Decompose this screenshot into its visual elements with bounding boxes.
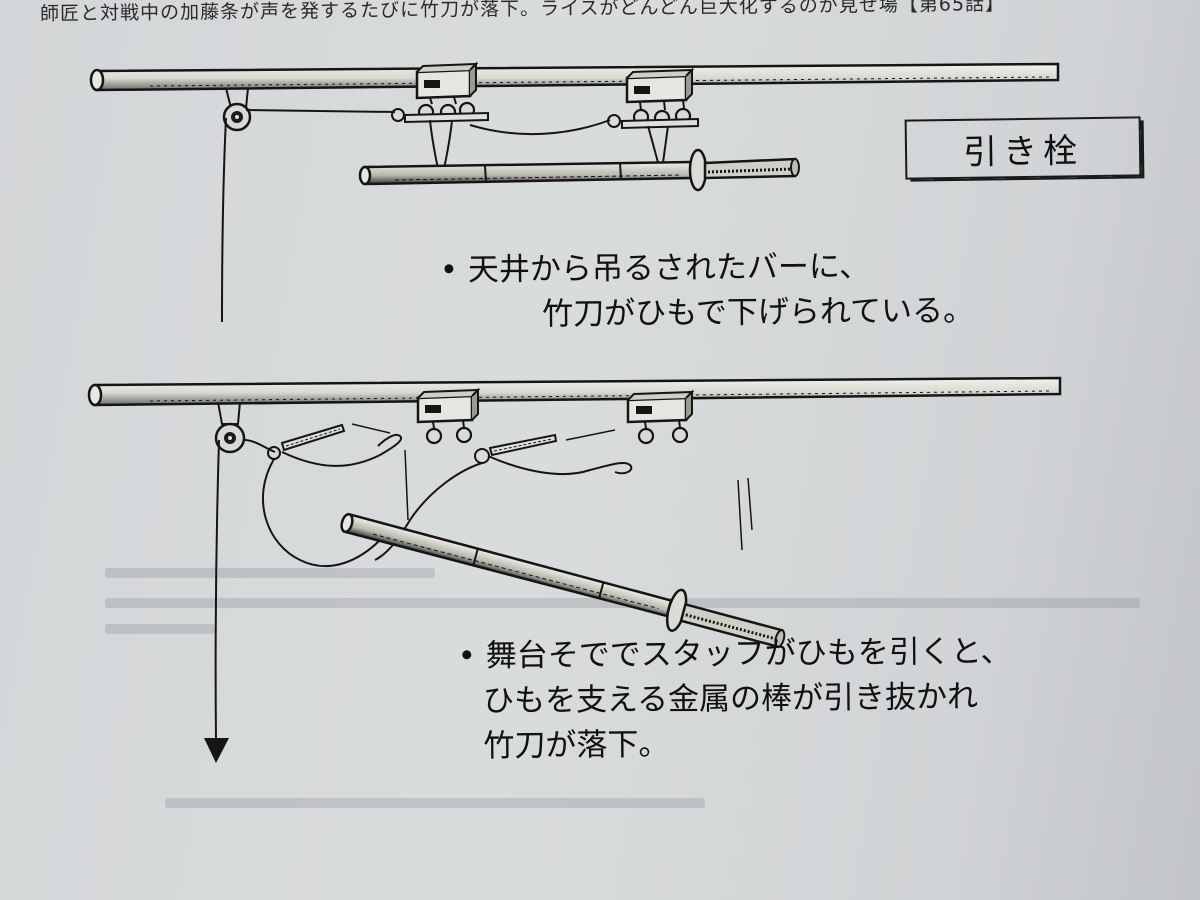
motion-line (747, 477, 753, 531)
bullet-line: • 天井から吊るされたバーに、 (439, 248, 871, 289)
down-arrow-icon (204, 738, 229, 763)
ceiling-bar (89, 62, 1060, 92)
mount-block-icon (626, 389, 695, 445)
diagram-after-pull (87, 376, 1062, 763)
bullet-marker: • (439, 252, 459, 289)
pulley-icon (214, 401, 246, 454)
mount-block-icon (607, 67, 699, 130)
pull-rope (214, 439, 220, 743)
ceiling-bar (87, 376, 1062, 407)
rope-slack (487, 455, 633, 476)
bleed-through-text (165, 798, 705, 808)
pull-rope (221, 117, 227, 323)
motion-line (404, 449, 409, 521)
motion-line (737, 479, 743, 551)
diagram-title: 引き栓 (904, 116, 1142, 180)
bleed-through-text (105, 568, 435, 578)
pulley-icon (222, 87, 252, 132)
bullet-line: • 舞台そででスタッフがひもを引くと、 (457, 633, 1012, 675)
rope (245, 109, 396, 113)
rope (243, 439, 276, 453)
rope-slack (374, 462, 483, 561)
diagram-before-drop (89, 61, 1060, 323)
bamboo-sword-icon (340, 512, 786, 649)
bullet-line: 竹刀がひもで下げられている。 (542, 292, 975, 333)
rope-slack (469, 119, 611, 136)
bleed-through-text (105, 624, 215, 634)
bullet-line: 竹刀が落下。 (483, 726, 670, 765)
motion-line (565, 429, 616, 441)
bullet-description-before: • 天井から吊るされたバーに、 竹刀がひもで下げられている。 (440, 244, 975, 339)
rope-slack (261, 458, 381, 568)
rope-slack (281, 434, 403, 467)
motion-line (351, 423, 391, 434)
bamboo-sword-icon (358, 148, 800, 192)
bullet-marker: • (457, 638, 477, 675)
mount-block-icon (391, 61, 489, 124)
pulled-metal-pin (474, 433, 558, 464)
bullet-line: ひもを支える金属の棒が引き抜かれ (482, 678, 979, 720)
bullet-description-after: • 舞台そででスタッフがひもを引くと、 ひもを支える金属の棒が引き抜かれ 竹刀が… (457, 630, 1012, 770)
pulled-metal-pin (267, 423, 346, 460)
mount-block-icon (416, 387, 481, 445)
